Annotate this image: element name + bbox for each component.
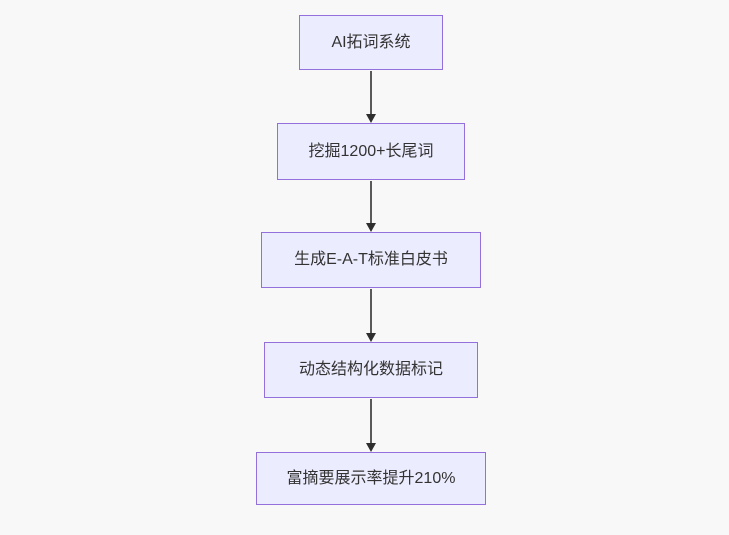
- flow-arrow-1: [365, 71, 377, 123]
- arrow-head-down-icon: [366, 443, 376, 452]
- flow-node-label: 富摘要展示率提升210%: [286, 469, 456, 487]
- flow-node-longtail-mining: 挖掘1200+长尾词: [277, 123, 465, 180]
- flow-arrow-4: [365, 399, 377, 452]
- arrow-line: [370, 181, 372, 223]
- arrow-line: [370, 71, 372, 114]
- flow-arrow-3: [365, 289, 377, 342]
- flow-node-ai-keyword-system: AI拓词系统: [299, 15, 443, 70]
- arrow-head-down-icon: [366, 333, 376, 342]
- flow-arrow-2: [365, 181, 377, 232]
- flow-node-eat-whitepaper: 生成E-A-T标准白皮书: [261, 232, 481, 288]
- arrow-line: [370, 399, 372, 443]
- flow-node-label: AI拓词系统: [331, 33, 411, 51]
- flow-node-rich-snippet-result: 富摘要展示率提升210%: [256, 452, 486, 505]
- flow-node-structured-data-markup: 动态结构化数据标记: [264, 342, 478, 398]
- arrow-head-down-icon: [366, 223, 376, 232]
- arrow-line: [370, 289, 372, 333]
- arrow-head-down-icon: [366, 114, 376, 123]
- flow-node-label: 动态结构化数据标记: [298, 361, 443, 379]
- flow-node-label: 挖掘1200+长尾词: [308, 142, 434, 160]
- flow-node-label: 生成E-A-T标准白皮书: [294, 251, 448, 269]
